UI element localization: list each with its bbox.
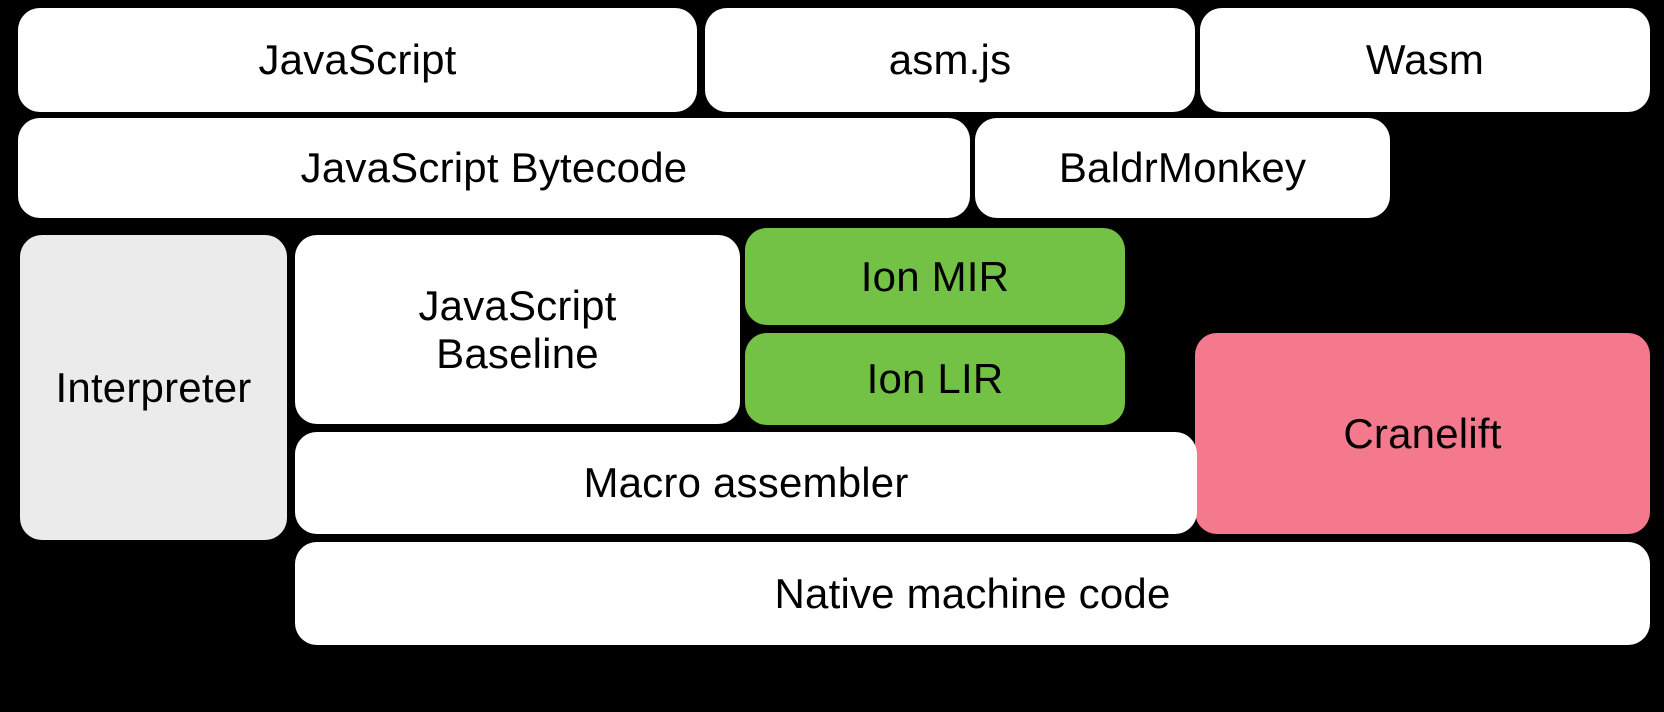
node-javascript-baseline[interactable]: JavaScript Baseline [295,235,740,424]
node-asmjs[interactable]: asm.js [705,8,1195,112]
node-wasm[interactable]: Wasm [1200,8,1650,112]
node-javascript[interactable]: JavaScript [18,8,697,112]
node-ion-lir[interactable]: Ion LIR [745,333,1125,425]
node-interpreter[interactable]: Interpreter [20,235,287,540]
node-ion-mir[interactable]: Ion MIR [745,228,1125,325]
node-native-machine-code[interactable]: Native machine code [295,542,1650,645]
node-cranelift[interactable]: Cranelift [1195,333,1650,534]
node-macro-assembler[interactable]: Macro assembler [295,432,1197,534]
node-javascript-bytecode[interactable]: JavaScript Bytecode [18,118,970,218]
node-baldrmonkey[interactable]: BaldrMonkey [975,118,1390,218]
